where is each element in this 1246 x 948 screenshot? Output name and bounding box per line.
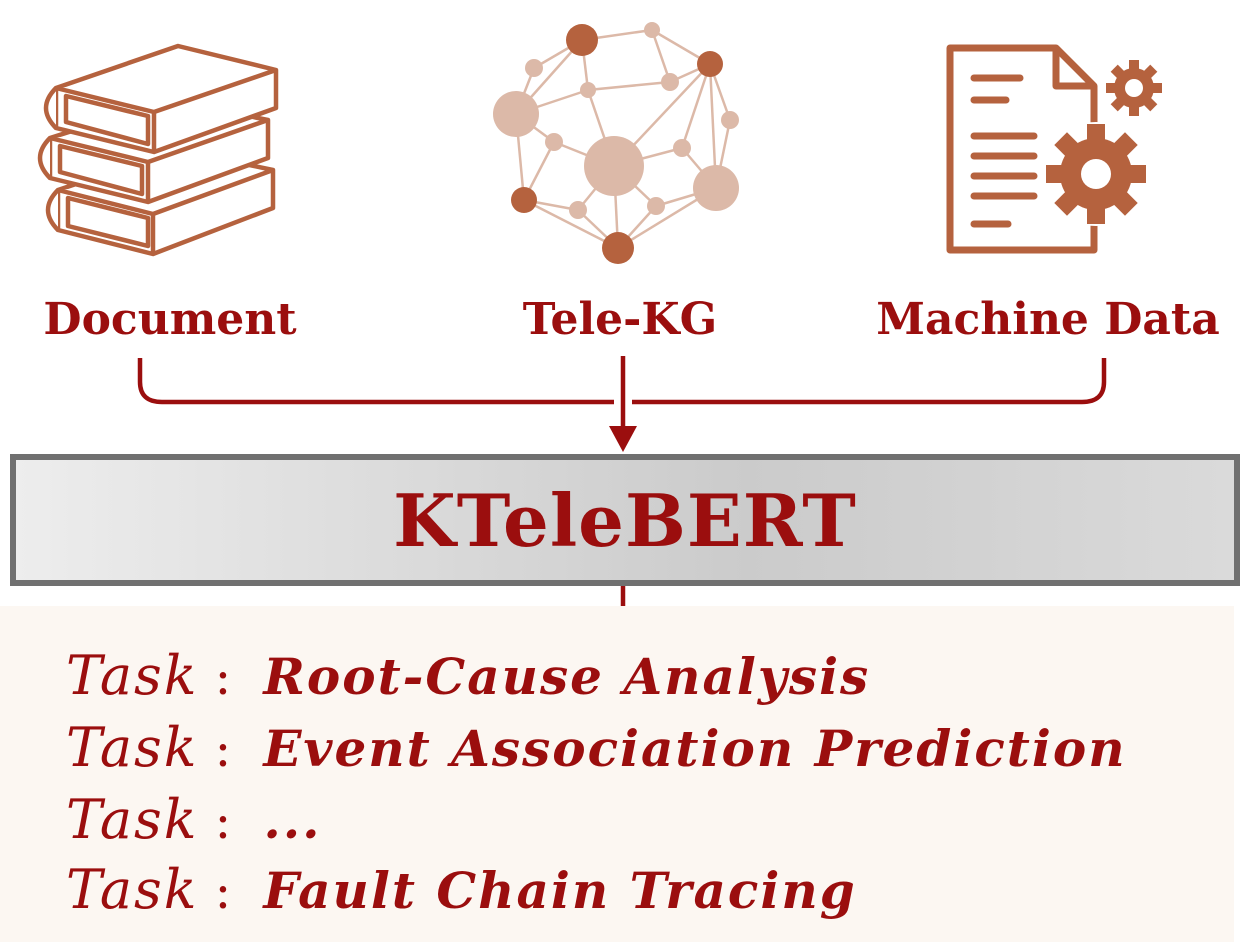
task-prefix: Task — [66, 788, 199, 851]
task-separator: : — [214, 720, 232, 778]
task-separator: : — [214, 648, 232, 706]
task-prefix: Task — [66, 716, 199, 779]
knowledge-graph-icon — [493, 22, 739, 264]
task-name-event-association-prediction: Event Association Prediction — [263, 719, 1127, 778]
task-separator: : — [214, 792, 232, 850]
task-prefix: Task — [66, 644, 199, 707]
task-separator: : — [214, 862, 232, 920]
task-row: Task : Root-Cause Analysis — [66, 644, 870, 714]
task-name-ellipsis: ... — [263, 791, 322, 850]
task-row: Task : Event Association Prediction — [66, 716, 1127, 786]
task-name-root-cause-analysis: Root-Cause Analysis — [263, 647, 871, 706]
source-label-machine-data: Machine Data — [876, 294, 1220, 345]
tasks-panel — [0, 606, 1234, 942]
source-label-tele-kg: Tele-KG — [522, 294, 718, 345]
model-name: KTeleBERT — [393, 477, 857, 563]
source-label-document: Document — [43, 294, 297, 345]
books-icon — [37, 43, 279, 257]
task-row: Task : ... — [66, 788, 322, 858]
task-prefix: Task — [66, 858, 199, 921]
model-box: KTeleBERT — [10, 454, 1240, 586]
task-name-fault-chain-tracing: Fault Chain Tracing — [263, 861, 857, 920]
task-row: Task : Fault Chain Tracing — [66, 858, 857, 928]
document-gear-icon — [946, 44, 1164, 254]
